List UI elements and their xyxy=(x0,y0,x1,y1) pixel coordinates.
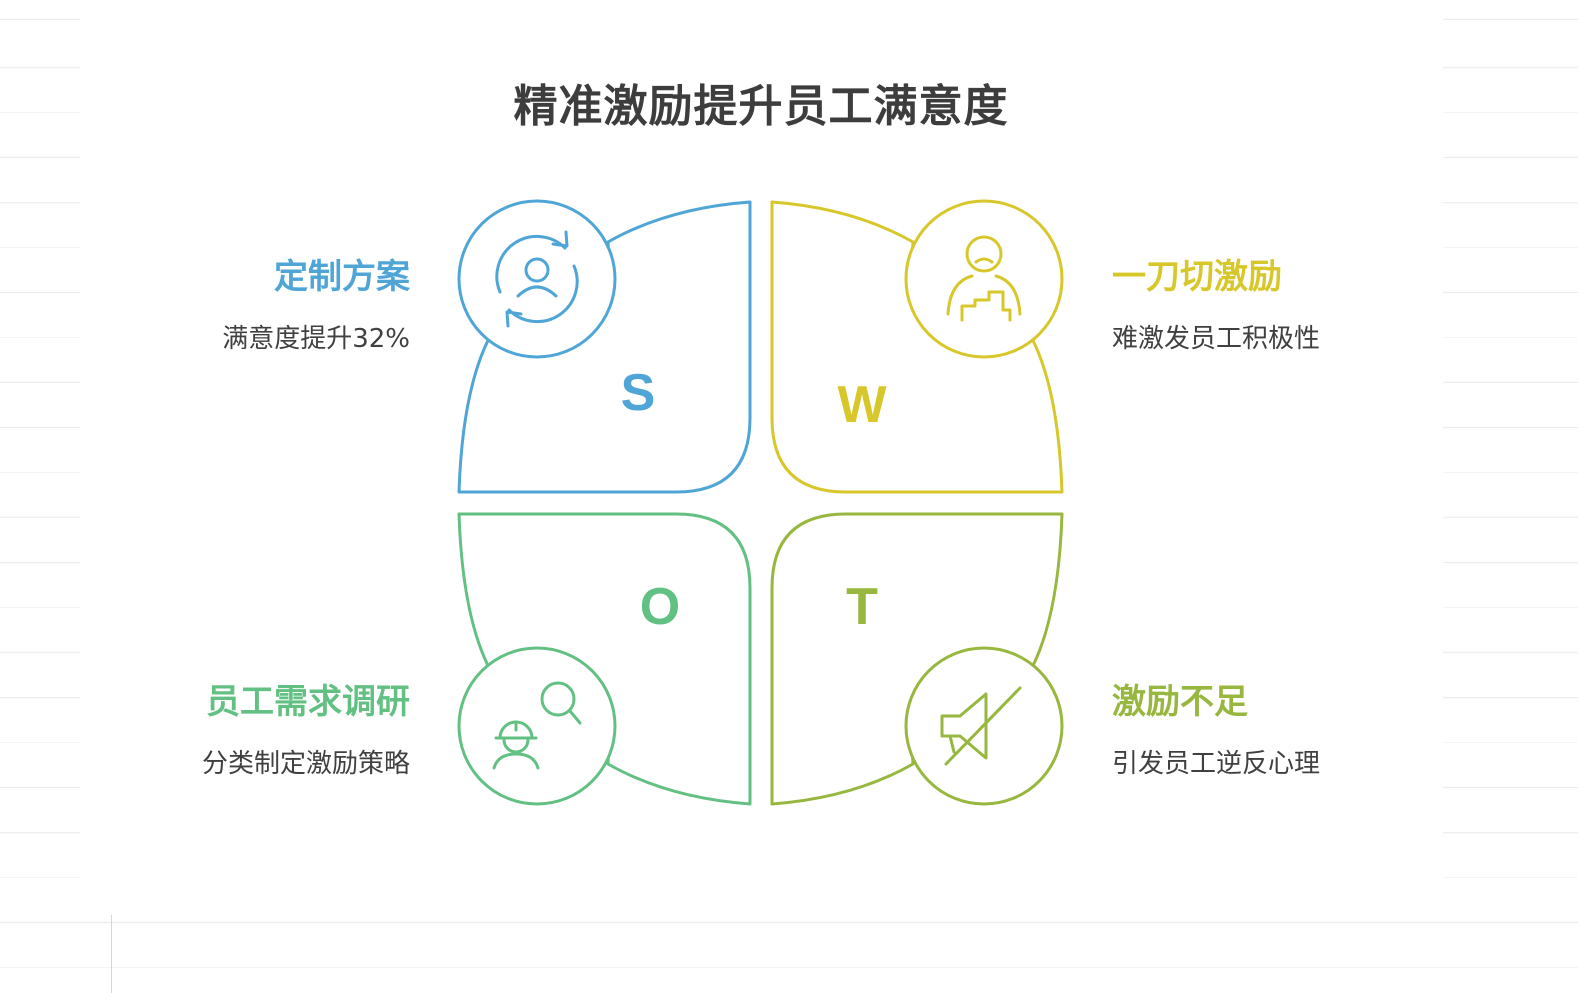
threat-description: 引发员工逆反心理 xyxy=(1112,749,1321,779)
quadrant-s-icon-circle xyxy=(457,199,617,359)
muted-megaphone-icon xyxy=(940,686,1022,766)
quadrant-o: O xyxy=(457,512,752,806)
quadrant-t: T xyxy=(770,512,1064,806)
opportunity-description: 分类制定激励策略 xyxy=(201,749,410,779)
strength-description: 满意度提升32% xyxy=(222,324,410,354)
threat-heading: 激励不足 xyxy=(1112,682,1248,722)
quadrant-w-icon-circle xyxy=(904,199,1064,359)
quadrant-t-letter: T xyxy=(846,578,878,636)
user-refresh-icon xyxy=(495,230,579,328)
strength-heading: 定制方案 xyxy=(274,257,410,297)
quadrant-w: W xyxy=(770,199,1064,494)
canvas-sheet xyxy=(80,0,1443,915)
quadrant-o-icon-circle xyxy=(457,646,617,806)
weakness-heading: 一刀切激励 xyxy=(1112,257,1282,297)
quadrant-s-letter: S xyxy=(621,364,656,422)
diagram-title: 精准激励提升员工满意度 xyxy=(513,81,1009,132)
quadrant-w-letter: W xyxy=(837,376,887,434)
weakness-description: 难激发员工积极性 xyxy=(1112,324,1321,354)
worker-search-icon xyxy=(492,681,582,770)
sad-person-podium-icon xyxy=(946,235,1022,322)
margin-line xyxy=(111,915,112,993)
quadrant-s: S xyxy=(457,199,752,494)
quadrant-o-letter: O xyxy=(640,578,680,636)
opportunity-heading: 员工需求调研 xyxy=(206,682,410,722)
